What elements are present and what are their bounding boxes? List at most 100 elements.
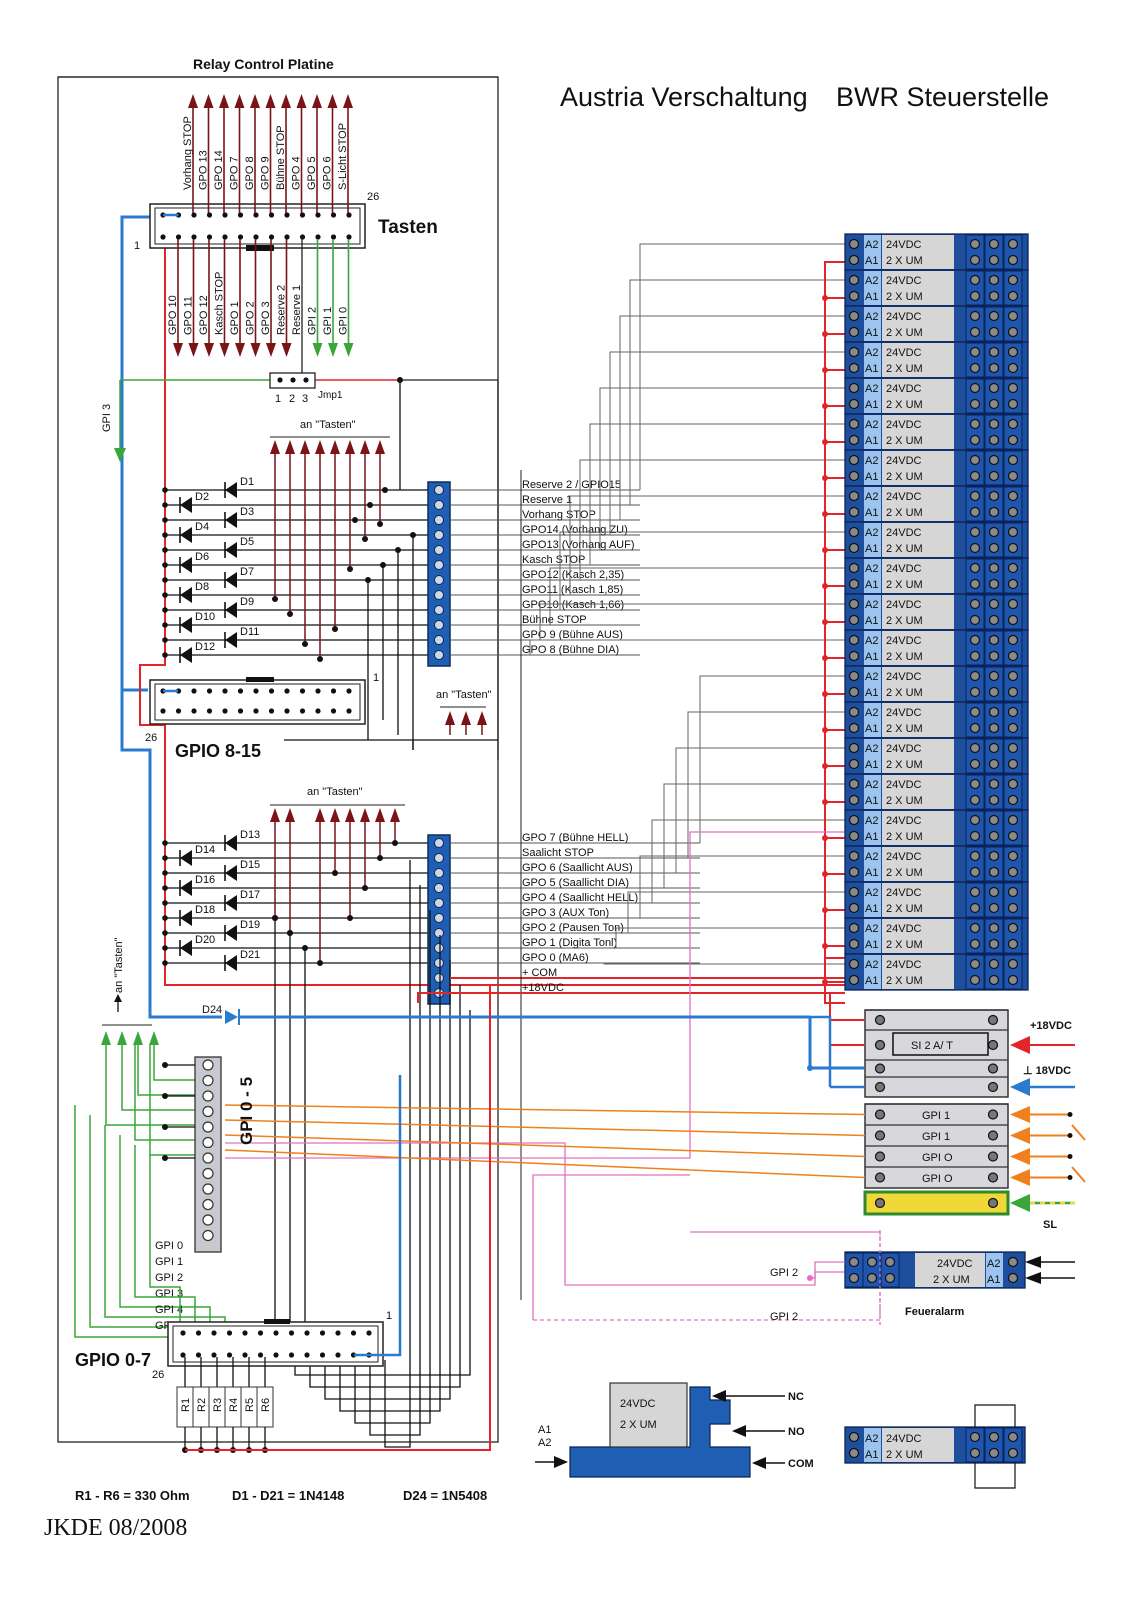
relay-screw <box>1007 886 1019 898</box>
connector-pin <box>206 212 213 218</box>
relay-screw <box>969 274 981 286</box>
relay-screw <box>969 886 981 898</box>
junction-dot <box>302 641 308 647</box>
relay-screw <box>1007 418 1019 430</box>
resistor-label: R6 <box>260 1398 272 1412</box>
gpi3-label: GPI 3 <box>101 404 113 432</box>
relay-a2-label: A2 <box>865 923 878 935</box>
connector-pin <box>330 212 337 218</box>
tasten-top-label: S-Licht STOP <box>337 123 349 190</box>
arrow-head-up <box>330 440 340 454</box>
terminal-screw <box>874 1151 886 1162</box>
relay-screw <box>848 614 860 626</box>
terminal-screw <box>987 1172 999 1183</box>
relay-wire <box>615 927 845 948</box>
relay-screw <box>988 562 1000 574</box>
relay-screw <box>969 650 981 662</box>
tasten-bottom-label: GPO 12 <box>198 295 210 335</box>
gpi-wire <box>134 1145 196 1333</box>
relay-screw <box>1007 794 1019 806</box>
terminal-screw <box>434 560 444 570</box>
relay-wire <box>579 459 845 580</box>
relay-voltage-label: 24VDC <box>886 707 922 719</box>
relay-type-label: 2 X UM <box>886 795 923 807</box>
relay-screw <box>1007 238 1019 250</box>
relay-a1-label: A1 <box>865 831 878 843</box>
signal-label-upper: Reserve 1 <box>522 494 572 506</box>
relay-a2-label: A2 <box>865 311 878 323</box>
junction-dot <box>382 487 388 493</box>
relay-screw <box>1007 346 1019 358</box>
gpi-wire <box>153 1045 195 1081</box>
pink-dashed-wire <box>533 1230 881 1321</box>
terminal-screw <box>987 1109 999 1120</box>
connector-pin <box>366 1330 372 1336</box>
gpio815-label: GPIO 8-15 <box>175 741 261 761</box>
connector-pin <box>237 688 244 694</box>
diode-symbol <box>225 925 237 941</box>
signal-label-lower: GPO 3 (AUX Ton) <box>522 907 609 919</box>
diode-label: D9 <box>240 596 254 608</box>
relay-coil-label-bg <box>864 703 881 737</box>
terminal-screw <box>434 575 444 585</box>
relay-a1-label: A1 <box>865 363 878 375</box>
relay-coil-label-bg <box>864 559 881 593</box>
relay-label-bg <box>882 739 954 773</box>
relay-screw <box>969 778 981 790</box>
relay-screw <box>988 974 1000 986</box>
relay-a2-label: A2 <box>865 455 878 467</box>
relay-label-bg <box>882 955 954 989</box>
relay-screw <box>848 794 860 806</box>
junction-dot <box>362 536 368 542</box>
arrow-head-down <box>204 343 214 357</box>
relay-small-label-bg <box>882 1428 954 1462</box>
relay-voltage-label: 24VDC <box>886 599 922 611</box>
tasten-top-label: GPO 8 <box>244 156 256 190</box>
junction-dot <box>272 596 278 602</box>
connector-pin <box>346 688 352 694</box>
jumper-pin-3: 3 <box>302 393 308 405</box>
relay-wire <box>609 351 845 535</box>
tasten-pin26: 26 <box>367 191 379 203</box>
gpi-left-label: GPI 0 <box>155 1240 183 1252</box>
relay-detail-body <box>569 1386 751 1478</box>
input-arrow-plus18 <box>1010 1036 1030 1054</box>
junction-dot <box>380 562 386 568</box>
signal-label-lower: Saalicht STOP <box>522 847 594 859</box>
relay-screw <box>969 526 981 538</box>
gpi-wire <box>149 1155 181 1333</box>
arrow-head-up <box>296 94 307 108</box>
relay-type-label: 2 X UM <box>886 435 923 447</box>
input-arrow-gnd <box>1010 1078 1030 1096</box>
relay-wire <box>539 603 845 640</box>
relay-screw <box>1007 562 1019 574</box>
relay-a2-label: A2 <box>865 419 878 431</box>
connector-pin <box>315 688 321 694</box>
jumper-label: Jmp1 <box>318 390 343 401</box>
relay-screw <box>848 470 860 482</box>
relay-a1-label: A1 <box>865 543 878 555</box>
relay-screw <box>1007 470 1019 482</box>
terminal-screw <box>434 883 444 893</box>
relay-screw <box>988 398 1000 410</box>
diode-label: D16 <box>195 874 215 886</box>
diode-label: D4 <box>195 521 209 533</box>
signal-label-lower: GPO 0 (MA6) <box>522 952 589 964</box>
relay-screw <box>1007 454 1019 466</box>
relay-screw <box>848 670 860 682</box>
connector-pin <box>273 1352 279 1358</box>
relay-screw <box>969 346 981 358</box>
terminal-screw <box>434 650 444 660</box>
gpio07-connector: GPIO 0-7 1 26 <box>75 1075 402 1381</box>
terminal-screw <box>987 1039 999 1051</box>
relay-screw <box>1007 634 1019 646</box>
relay-screw <box>988 418 1000 430</box>
relay-voltage-label: 24VDC <box>886 887 922 899</box>
relay-screw <box>988 346 1000 358</box>
relay-a1-label: A1 <box>865 507 878 519</box>
